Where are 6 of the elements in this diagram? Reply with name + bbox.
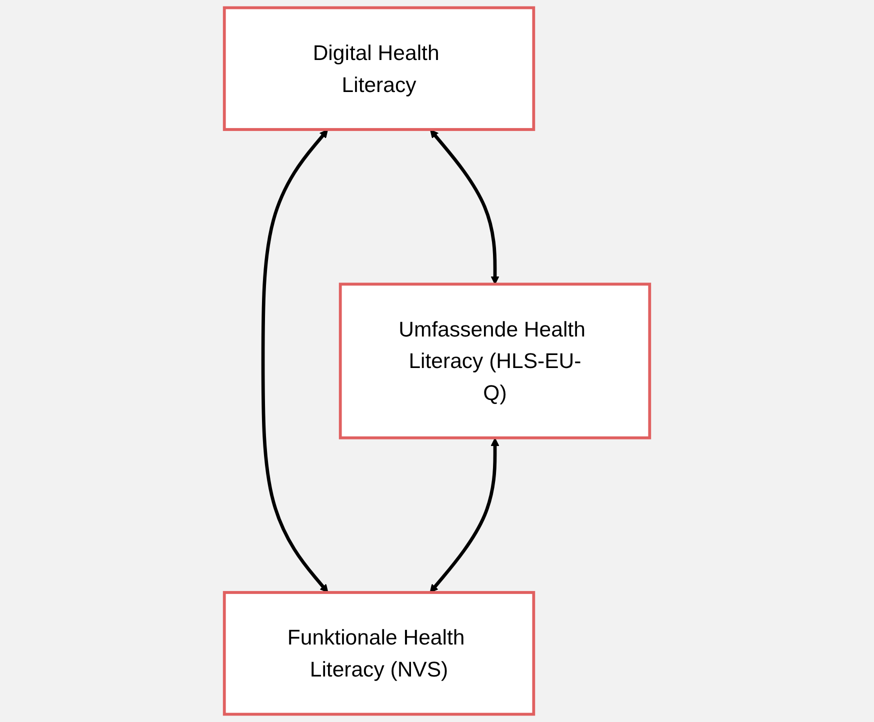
- arrow: [430, 129, 500, 285]
- arrow: [430, 438, 500, 593]
- node-box: Umfassende Health Literacy (HLS-EU-Q): [338, 282, 652, 440]
- node-box: Digital Health Literacy: [222, 6, 536, 131]
- arrow: [261, 129, 328, 593]
- node-box: Funktionale Health Literacy (NVS): [222, 591, 536, 716]
